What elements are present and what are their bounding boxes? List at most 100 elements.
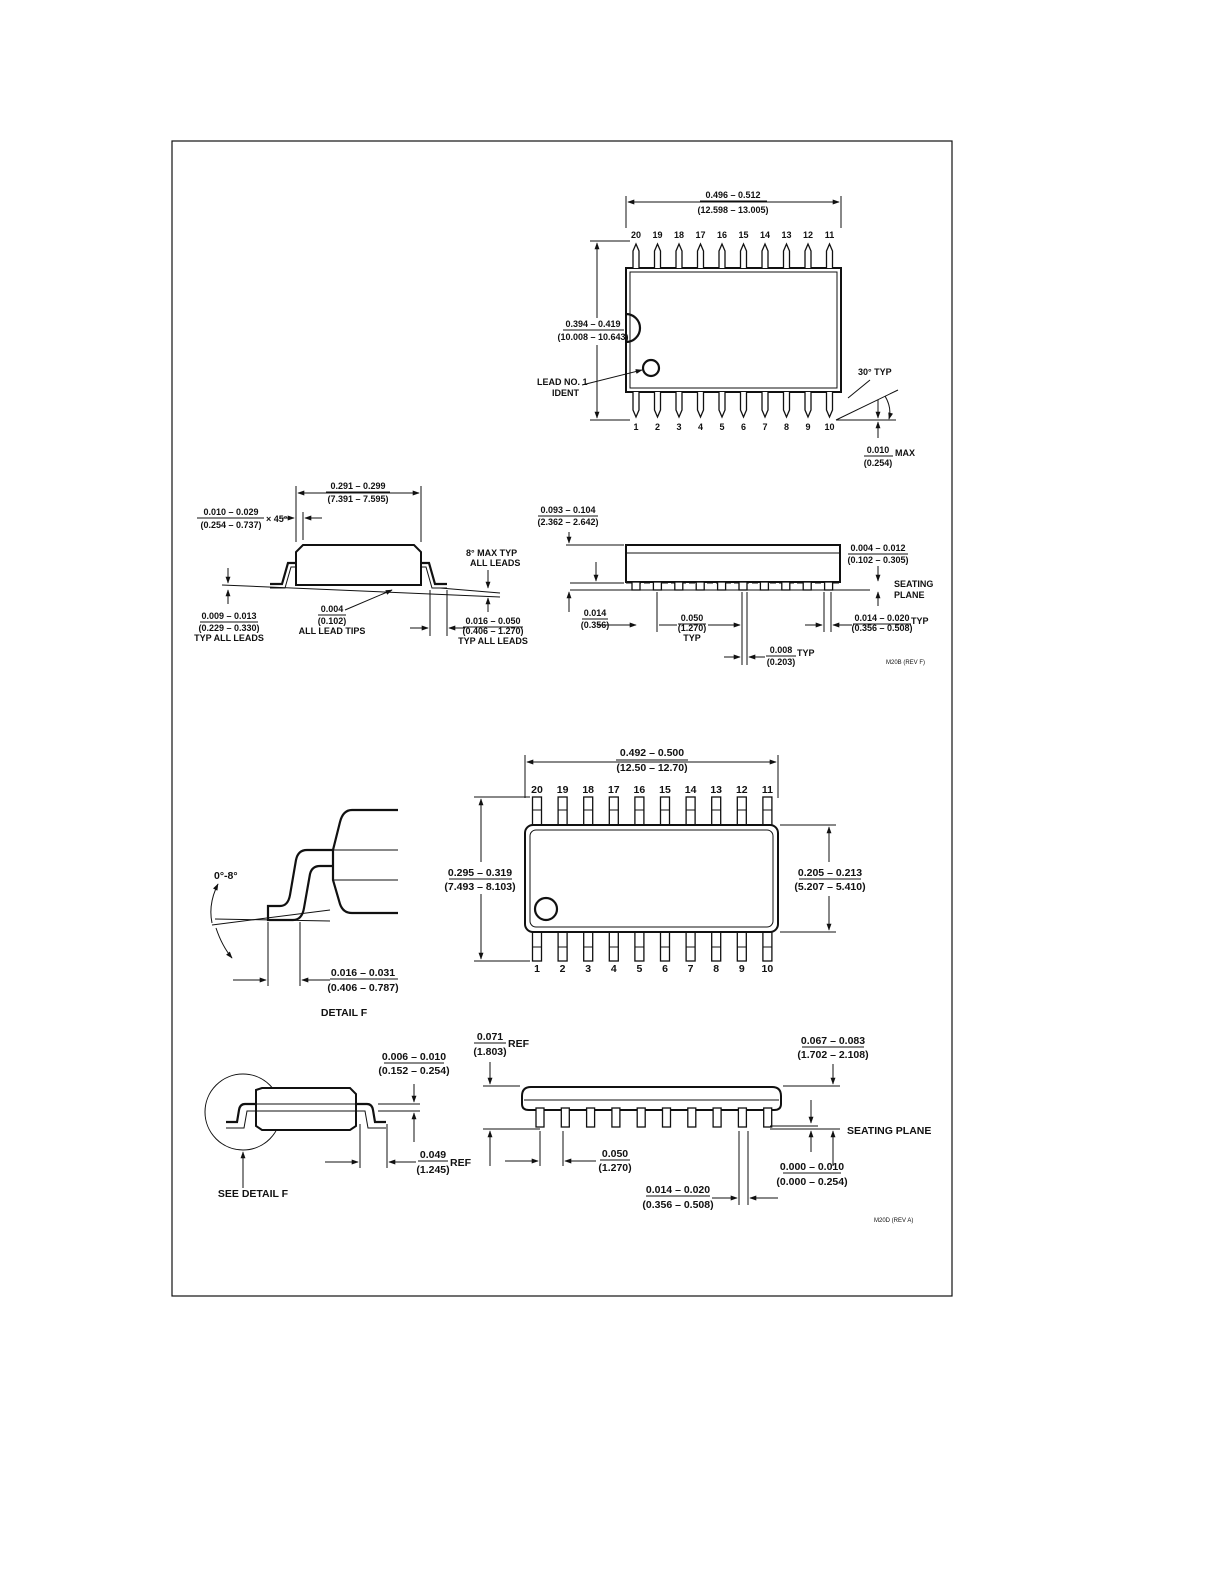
m20b-gap-mm: (0.203) xyxy=(767,657,796,667)
m20b-bottom-pin-number: 3 xyxy=(676,422,681,432)
m20b-bottom-pin-number: 6 xyxy=(741,422,746,432)
m20b-pin1-dot xyxy=(641,358,661,378)
m20d-width-in: 0.295 – 0.319 xyxy=(448,867,512,879)
m20d-top-pin-number: 16 xyxy=(634,784,646,796)
m20d-body-w-in: 0.205 – 0.213 xyxy=(798,867,862,879)
m20d-pin1-dot xyxy=(533,896,559,922)
m20d-bottom-lead xyxy=(736,929,747,962)
m20b-foot-in: 0.016 – 0.050 xyxy=(465,616,520,626)
m20b-end-body xyxy=(295,544,422,586)
m20d-bottom-lead xyxy=(608,929,619,962)
m20d-ref-len-in: 0.049 xyxy=(420,1149,446,1161)
m20b-top-lead xyxy=(653,242,662,268)
m20d-detail-f: 0°-8° 0.016 – 0.031 (0.406 – 0.787) DETA… xyxy=(210,808,399,1019)
m20b-side-view: 0.093 – 0.104 (2.362 – 2.642) 0.004 – 0.… xyxy=(537,505,933,667)
m20b-lead-w-in: 0.014 xyxy=(584,608,607,618)
m20b-top-pin-number: 19 xyxy=(652,230,662,240)
m20b-bottom-lead xyxy=(632,392,640,419)
m20d-bottom-pin-number: 4 xyxy=(611,963,617,975)
m20d-top-pin-number: 11 xyxy=(762,784,773,796)
m20b-side-lead xyxy=(695,581,705,591)
m20d-top-pin-number: 15 xyxy=(659,784,671,796)
m20b-bottom-lead xyxy=(718,392,726,419)
m20d-side-lead xyxy=(712,1107,722,1128)
m20d-body-w-mm: (5.207 – 5.410) xyxy=(794,881,865,893)
m20b-max-in: 0.010 xyxy=(867,445,890,455)
m20b-max-suffix: MAX xyxy=(895,448,915,458)
m20d-standoff-mm: (0.000 – 0.254) xyxy=(776,1176,847,1188)
m20b-bottom-lead xyxy=(739,392,748,419)
m20b-top-lead xyxy=(782,242,791,268)
m20d-end-body xyxy=(255,1087,357,1131)
m20b-lead-w-mm: (0.356) xyxy=(581,620,610,630)
m20b-length-in: 0.496 – 0.512 xyxy=(705,190,760,200)
m20d-bottom-lead xyxy=(762,929,773,962)
m20b-bottom-pin-number: 10 xyxy=(824,422,834,432)
m20d-side-lead xyxy=(737,1107,748,1128)
m20d-ref-len-mm: (1.245) xyxy=(416,1164,449,1176)
m20b-top-lead xyxy=(675,242,683,268)
m20b-top-lead xyxy=(825,242,834,268)
m20d-top-lead xyxy=(608,796,619,828)
m20d-side-body xyxy=(521,1086,782,1111)
m20b-bottom-lead xyxy=(804,392,812,419)
m20d-bottom-lead xyxy=(557,929,568,962)
m20d-height-in: 0.067 – 0.083 xyxy=(801,1035,865,1047)
m20b-bottom-lead xyxy=(825,392,834,419)
m20b-body-mm: (7.391 – 7.595) xyxy=(327,494,388,504)
m20d-top-leads xyxy=(531,796,773,828)
m20b-top-body xyxy=(625,267,842,393)
m20d-bottom-lead xyxy=(659,929,671,962)
m20b-bottom-pin-number: 2 xyxy=(655,422,660,432)
m20b-seating-1: SEATING xyxy=(894,579,933,589)
m20b-bottom-pin-number: 8 xyxy=(784,422,789,432)
m20b-gap-in: 0.008 xyxy=(770,645,793,655)
m20b-ident-label: IDENT xyxy=(552,388,580,398)
m20d-side-lead xyxy=(661,1107,672,1128)
m20b-gap-suffix: TYP xyxy=(797,648,815,658)
m20b-side-body xyxy=(625,544,841,583)
m20b-bottom-lead xyxy=(782,392,791,419)
detail-f-foot-in: 0.016 – 0.031 xyxy=(331,967,395,979)
see-detail-f: SEE DETAIL F xyxy=(218,1188,289,1200)
m20d-length-mm: (12.50 – 12.70) xyxy=(616,762,687,774)
m20d-bottom-lead xyxy=(583,929,594,962)
m20d-ref-len-suffix: REF xyxy=(450,1157,472,1169)
m20b-side-leads xyxy=(631,581,834,591)
m20b-bottom-pin-number: 1 xyxy=(633,422,638,432)
m20b-top-pin-number: 14 xyxy=(760,230,770,240)
m20b-side-lead xyxy=(781,581,791,591)
m20b-top-pin-number: 16 xyxy=(717,230,727,240)
m20b-side-lead xyxy=(631,581,641,591)
m20b-chamfer-mm: (0.254 – 0.737) xyxy=(200,520,261,530)
m20d-bottom-lead xyxy=(531,929,543,962)
m20b-side-lead xyxy=(652,581,663,591)
m20d-top-lead xyxy=(531,796,543,828)
m20b-top-lead xyxy=(696,242,705,268)
m20d-side-lead xyxy=(560,1107,570,1128)
m20d-side-lead xyxy=(763,1107,773,1128)
m20b-pitch-in: 0.050 xyxy=(681,613,704,623)
m20b-top-pin-number: 15 xyxy=(738,230,748,240)
m20b-standoff-in: 0.004 – 0.012 xyxy=(850,543,905,553)
m20d-top-lead xyxy=(736,796,747,828)
m20b-bottom-pin-number: 4 xyxy=(698,422,703,432)
m20d-lead-wid-in: 0.014 – 0.020 xyxy=(646,1184,710,1196)
m20d-bottom-leads xyxy=(531,929,773,962)
detail-f-body xyxy=(331,808,398,915)
m20d-width-mm: (7.493 – 8.103) xyxy=(444,881,515,893)
m20b-right-lead xyxy=(421,561,447,586)
m20d-bottom-pin-number: 7 xyxy=(688,963,694,975)
m20d-bottom-pin-number: 10 xyxy=(762,963,774,975)
m20b-foot-note: TYP ALL LEADS xyxy=(458,636,528,646)
m20b-top-pin-number: 20 xyxy=(631,230,641,240)
m20b-top-lead xyxy=(718,242,726,268)
m20b-side-lead xyxy=(738,581,748,591)
m20b-tips-note: ALL LEAD TIPS xyxy=(299,626,366,636)
m20d-side-lead xyxy=(585,1107,596,1128)
